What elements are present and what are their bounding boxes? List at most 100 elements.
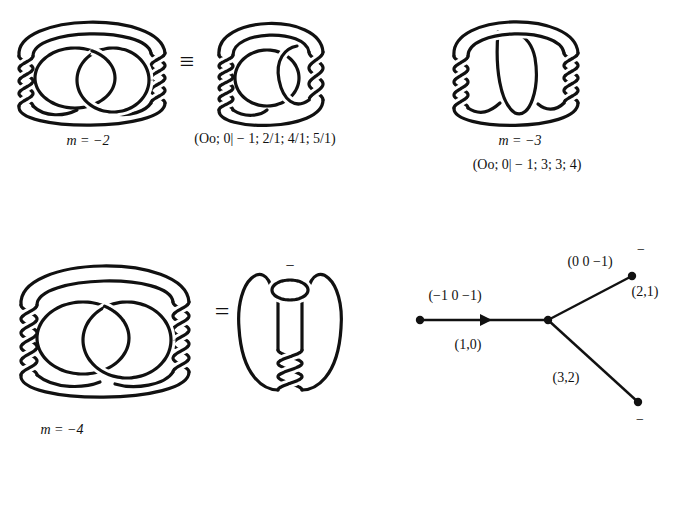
twist-strand (564, 53, 578, 103)
twist-crossing (281, 353, 299, 360)
knot-m-minus-4-simplified (239, 275, 342, 390)
knot-strand (37, 281, 173, 305)
twist-crossing (311, 72, 322, 81)
knot-loop-gap (77, 48, 149, 112)
twist-crossing-gap (456, 85, 467, 92)
twist-crossing (281, 380, 299, 387)
twist-crossing (221, 68, 232, 74)
knot-strand (300, 298, 303, 350)
twist-crossing-gap (456, 72, 467, 79)
twist-crossing (21, 96, 32, 103)
vertex-weight: (−1 0 −1) (426, 288, 483, 303)
knot-equivalent (219, 23, 323, 125)
twist-crossing (566, 56, 577, 63)
twist-crossing-gap (456, 59, 467, 66)
twist-crossing (456, 59, 467, 66)
twist-crossing-gap (153, 81, 164, 88)
knot-loop-gap (83, 302, 171, 378)
twist-crossing-gap (221, 79, 232, 85)
edge-weight: (1,0) (453, 337, 484, 352)
knot-loop (92, 51, 108, 61)
twist-crossing-gap (175, 347, 187, 355)
knot-strand (497, 32, 536, 114)
twist-strand (454, 56, 468, 108)
sign-mark: − (634, 412, 646, 427)
twist-crossing (23, 308, 35, 316)
twist-crossing-gap (21, 71, 32, 78)
seifert-invariant: (Oo; 0| − 1; 2/1; 4/1; 5/1) (192, 131, 337, 146)
twist-crossing (221, 79, 232, 85)
twist-crossing (153, 93, 164, 100)
twist-crossing (566, 81, 577, 88)
vertex-weight: (0 0 −1) (565, 254, 614, 269)
knot-m-minus-2 (19, 22, 165, 125)
twist-crossing (153, 81, 164, 88)
twist-crossing-gap (311, 56, 322, 65)
twist-crossing-gap (221, 68, 232, 74)
twist-crossing (566, 93, 577, 100)
twist-crossing-gap (23, 336, 35, 344)
edge-weight: (3,2) (551, 370, 582, 385)
knot-loop (272, 280, 308, 300)
twist-crossing (175, 361, 187, 369)
twist-crossing (23, 336, 35, 344)
graph-vertex (544, 316, 552, 324)
twist-crossing-gap (281, 380, 299, 387)
twist-crossing (221, 101, 232, 107)
seifert-invariant: (Oo; 0| − 1; 3; 3; 4) (471, 157, 584, 172)
knot-strand-gap (278, 46, 309, 104)
twist-crossing (23, 364, 35, 372)
knot-strand (278, 46, 309, 104)
knot-m-minus-3 (454, 22, 578, 126)
twist-crossing-gap (21, 59, 32, 66)
twist-crossing-gap (175, 305, 187, 313)
knot-loop-gap (105, 306, 123, 320)
twist-crossing-gap (456, 98, 467, 105)
twist-crossing (175, 319, 187, 327)
twist-crossing-gap (566, 81, 577, 88)
twist-strand (454, 56, 468, 108)
twist-crossing (23, 322, 35, 330)
parameter-label: m = −3 (496, 133, 543, 148)
twist-crossing (21, 84, 32, 91)
twist-crossing-gap (23, 350, 35, 358)
twist-crossing-gap (153, 93, 164, 100)
twist-crossing-gap (175, 319, 187, 327)
graph-edge (548, 276, 632, 320)
twist-strand (21, 305, 37, 375)
equivalence-symbol: ≡ (178, 48, 197, 77)
twist-strand (219, 55, 233, 110)
knot-strand-gap (538, 103, 564, 109)
twist-crossing-gap (175, 333, 187, 341)
twist-crossing (456, 98, 467, 105)
twist-crossing (221, 57, 232, 63)
twist-strand (173, 302, 189, 372)
twist-crossing-gap (175, 361, 187, 369)
twist-crossing (175, 333, 187, 341)
twist-crossing (456, 72, 467, 79)
twist-crossing (21, 59, 32, 66)
knot-strand (538, 103, 564, 109)
knot-loop-gap (272, 280, 308, 300)
twist-strand (564, 53, 578, 103)
twist-strand (173, 302, 189, 372)
knot-strand (454, 103, 578, 125)
twist-crossing (566, 68, 577, 75)
twist-crossing-gap (311, 72, 322, 81)
knot-strand (233, 110, 267, 115)
parameter-label: m = −4 (38, 422, 85, 437)
twist-strand (309, 52, 323, 100)
knot-strand (454, 22, 578, 56)
twist-crossing-gap (566, 56, 577, 63)
graph-vertex (634, 398, 642, 406)
knot-m-minus-4 (21, 266, 189, 397)
graph-edge (548, 320, 638, 402)
twist-crossing (175, 305, 187, 313)
twist-crossing-gap (311, 88, 322, 97)
twist-crossing-gap (281, 353, 299, 360)
knot-strand (468, 103, 500, 112)
twist-crossing (153, 68, 164, 75)
knot-strand (21, 266, 189, 305)
parameter-label: m = −2 (64, 133, 111, 148)
